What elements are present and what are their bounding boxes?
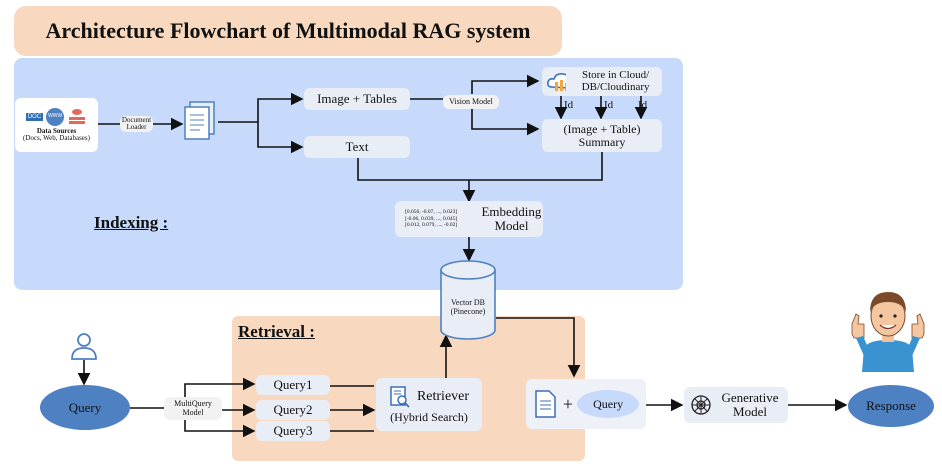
text-node: Text (304, 136, 410, 158)
cloudinary-icon (547, 72, 567, 91)
id-label-1: Id (564, 99, 574, 111)
user-icon (71, 333, 97, 360)
embedding-node: [0.056, -0.07, ..., 0.023] [-0.06, 0.039… (395, 201, 543, 237)
generative-model-node: Generative Model (684, 387, 788, 423)
id-label-3: Id (638, 99, 648, 111)
retriever-header: Retriever (389, 385, 469, 409)
query-bubble: Query (577, 390, 640, 418)
data-sources-node: DOC WWW Data Sources (Docs, Web, Databas… (15, 98, 98, 152)
plus-sign: + (562, 393, 574, 414)
cloud-store-node: Store in Cloud/ DB/Cloudinary (542, 67, 662, 96)
generative-model-label: Generative Model (721, 390, 779, 419)
document-loader-node: Document Loader (120, 115, 153, 132)
vector-row: [-0.06, 0.039, ..., 0.045] (405, 215, 458, 222)
query1-node: Query1 (256, 375, 330, 395)
documents-icon (184, 101, 215, 140)
data-sources-subtitle: (Docs, Web, Databases) (23, 134, 90, 142)
response-node: Response (848, 385, 934, 427)
doc-icon: DOC (25, 112, 44, 121)
indexing-label: Indexing : (94, 213, 169, 232)
database-icon (69, 108, 86, 124)
query-node: Query (40, 385, 130, 430)
id-label-2: Id (604, 99, 614, 111)
vector-row: [0.012, 0.079, ..., -0.02] (405, 222, 458, 229)
data-sources-title: Data Sources (36, 126, 77, 135)
brain-network-icon (691, 395, 711, 415)
query2-node: Query2 (256, 400, 330, 420)
retriever-label: Retriever (416, 388, 470, 404)
retriever-sub: (Hybrid Search) (390, 410, 468, 425)
context-query-node: + Query (526, 379, 646, 429)
embedding-model-label: Embedding Model (481, 204, 542, 233)
happy-user-illustration (851, 292, 925, 372)
summary-node: (Image + Table) Summary (542, 119, 662, 152)
document-search-icon (390, 386, 410, 408)
data-sources-icons: DOC WWW (25, 107, 87, 126)
retrieval-label: Retrieval : (238, 322, 315, 341)
web-icon: WWW (46, 107, 65, 126)
document-icon (535, 390, 556, 418)
vision-model-node: Vision Model (443, 95, 499, 109)
page-title: Architecture Flowchart of Multimodal RAG… (14, 6, 562, 56)
embedding-vectors: [0.056, -0.07, ..., 0.023] [-0.06, 0.039… (395, 209, 480, 230)
vector-row: [0.056, -0.07, ..., 0.023] (405, 208, 458, 215)
vector-db-icon (440, 260, 496, 340)
query3-node: Query3 (256, 421, 330, 441)
retriever-node: Retriever (Hybrid Search) (376, 378, 482, 431)
multiquery-model-node: MultiQuery Model (164, 397, 222, 420)
image-tables-node: Image + Tables (304, 88, 410, 110)
cloud-store-label: Store in Cloud/ DB/Cloudinary (581, 68, 650, 93)
vector-db-label: Vector DB (Pinecone) (450, 298, 486, 317)
